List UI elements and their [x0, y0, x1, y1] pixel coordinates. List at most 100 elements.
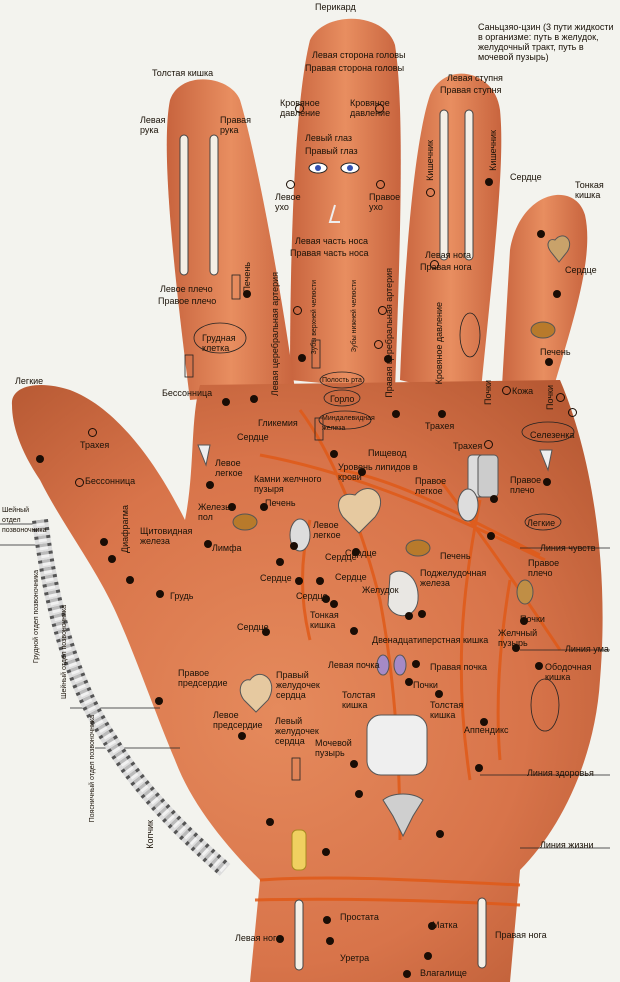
label-bp-right: Кровяное давление — [350, 98, 391, 118]
point[interactable] — [206, 481, 214, 489]
point-ring[interactable] — [568, 408, 577, 417]
point[interactable] — [485, 178, 493, 186]
point[interactable] — [545, 358, 553, 366]
point[interactable] — [480, 718, 488, 726]
point-ring[interactable] — [88, 428, 97, 437]
label-heart-c5: Сердце — [296, 591, 328, 601]
label-cerebral-left: Левая церебральная артерия — [270, 272, 280, 397]
point[interactable] — [276, 935, 284, 943]
point[interactable] — [424, 952, 432, 960]
point[interactable] — [543, 478, 551, 486]
point-ring[interactable] — [484, 440, 493, 449]
label-left-leg-top: Левая нога — [425, 250, 472, 260]
point[interactable] — [156, 590, 164, 598]
point[interactable] — [412, 660, 420, 668]
point-ring[interactable] — [556, 393, 565, 402]
label-left-lung: Левое легкое — [215, 458, 243, 478]
point-ring[interactable] — [378, 306, 387, 315]
point[interactable] — [350, 760, 358, 768]
point[interactable] — [326, 937, 334, 945]
point[interactable] — [322, 848, 330, 856]
label-right-nose: Правая часть носа — [290, 248, 369, 258]
point[interactable] — [330, 600, 338, 608]
point[interactable] — [535, 662, 543, 670]
point-ring[interactable] — [426, 188, 435, 197]
label-small-intestine: Тонкая кишка — [575, 180, 604, 200]
point-ring[interactable] — [375, 104, 384, 113]
label-right-shoulder: Правое плечо — [510, 475, 542, 495]
point[interactable] — [250, 395, 258, 403]
point[interactable] — [537, 230, 545, 238]
label-heart-c2: Сердце — [325, 552, 357, 562]
label-chest: Грудная клетка — [202, 333, 236, 353]
point[interactable] — [243, 290, 251, 298]
point[interactable] — [553, 290, 561, 298]
label-right-ventricle: Правый желудочек сердца — [276, 670, 320, 700]
point[interactable] — [438, 410, 446, 418]
label-blood-lipids: Уровень липидов в крови — [338, 462, 418, 482]
point[interactable] — [298, 354, 306, 362]
point[interactable] — [316, 577, 324, 585]
point[interactable] — [322, 595, 330, 603]
point[interactable] — [435, 690, 443, 698]
point-ring[interactable] — [430, 260, 439, 269]
point-ring[interactable] — [293, 306, 302, 315]
point[interactable] — [428, 922, 436, 930]
label-right-leg: Правая нога — [495, 930, 547, 940]
point-ring[interactable] — [502, 386, 511, 395]
point[interactable] — [204, 540, 212, 548]
point[interactable] — [36, 455, 44, 463]
point-ring[interactable] — [295, 104, 304, 113]
label-lymph: Лимфа — [212, 543, 242, 553]
point[interactable] — [403, 970, 411, 978]
point[interactable] — [108, 555, 116, 563]
point[interactable] — [330, 450, 338, 458]
point[interactable] — [520, 617, 528, 625]
label-heart-mid: Сердце — [237, 432, 269, 442]
point-ring[interactable] — [286, 180, 295, 189]
point[interactable] — [266, 818, 274, 826]
point[interactable] — [405, 612, 413, 620]
label-left-ventricle: Левый желудочек сердца — [275, 716, 319, 746]
point[interactable] — [276, 558, 284, 566]
point[interactable] — [405, 678, 413, 686]
point[interactable] — [262, 628, 270, 636]
label-kidneys-center: Почки — [413, 680, 438, 690]
point-ring[interactable] — [376, 180, 385, 189]
point[interactable] — [126, 576, 134, 584]
point[interactable] — [323, 916, 331, 924]
point[interactable] — [384, 355, 392, 363]
point[interactable] — [418, 610, 426, 618]
hand-shape — [11, 18, 603, 982]
label-heart-c3: Сердце — [335, 572, 367, 582]
point[interactable] — [290, 542, 298, 550]
point[interactable] — [350, 627, 358, 635]
point[interactable] — [352, 548, 360, 556]
point-ring[interactable] — [75, 478, 84, 487]
point[interactable] — [392, 410, 400, 418]
label-teeth-upper: Зубы верхней челюсти — [311, 280, 318, 355]
point[interactable] — [238, 732, 246, 740]
point[interactable] — [436, 830, 444, 838]
organ-figures — [179, 109, 575, 971]
label-bladder: Мочевой пузырь — [315, 738, 352, 758]
point-ring[interactable] — [374, 340, 383, 349]
label-lumbar: Поясничный отдел позвоночника — [89, 715, 96, 823]
point[interactable] — [100, 538, 108, 546]
point[interactable] — [487, 532, 495, 540]
point[interactable] — [260, 503, 268, 511]
point[interactable] — [222, 398, 230, 406]
point[interactable] — [475, 764, 483, 772]
point[interactable] — [358, 468, 366, 476]
point[interactable] — [355, 790, 363, 798]
label-diaphragm: Диафрагма — [120, 505, 130, 554]
point[interactable] — [155, 697, 163, 705]
point[interactable] — [295, 577, 303, 585]
label-spine-side: Шейный отдел позвоночника — [61, 605, 68, 699]
point[interactable] — [490, 495, 498, 503]
label-liver-mid: Печень — [265, 498, 296, 508]
point[interactable] — [512, 644, 520, 652]
point[interactable] — [228, 503, 236, 511]
label-tear-gland: Железы пол — [198, 502, 232, 522]
